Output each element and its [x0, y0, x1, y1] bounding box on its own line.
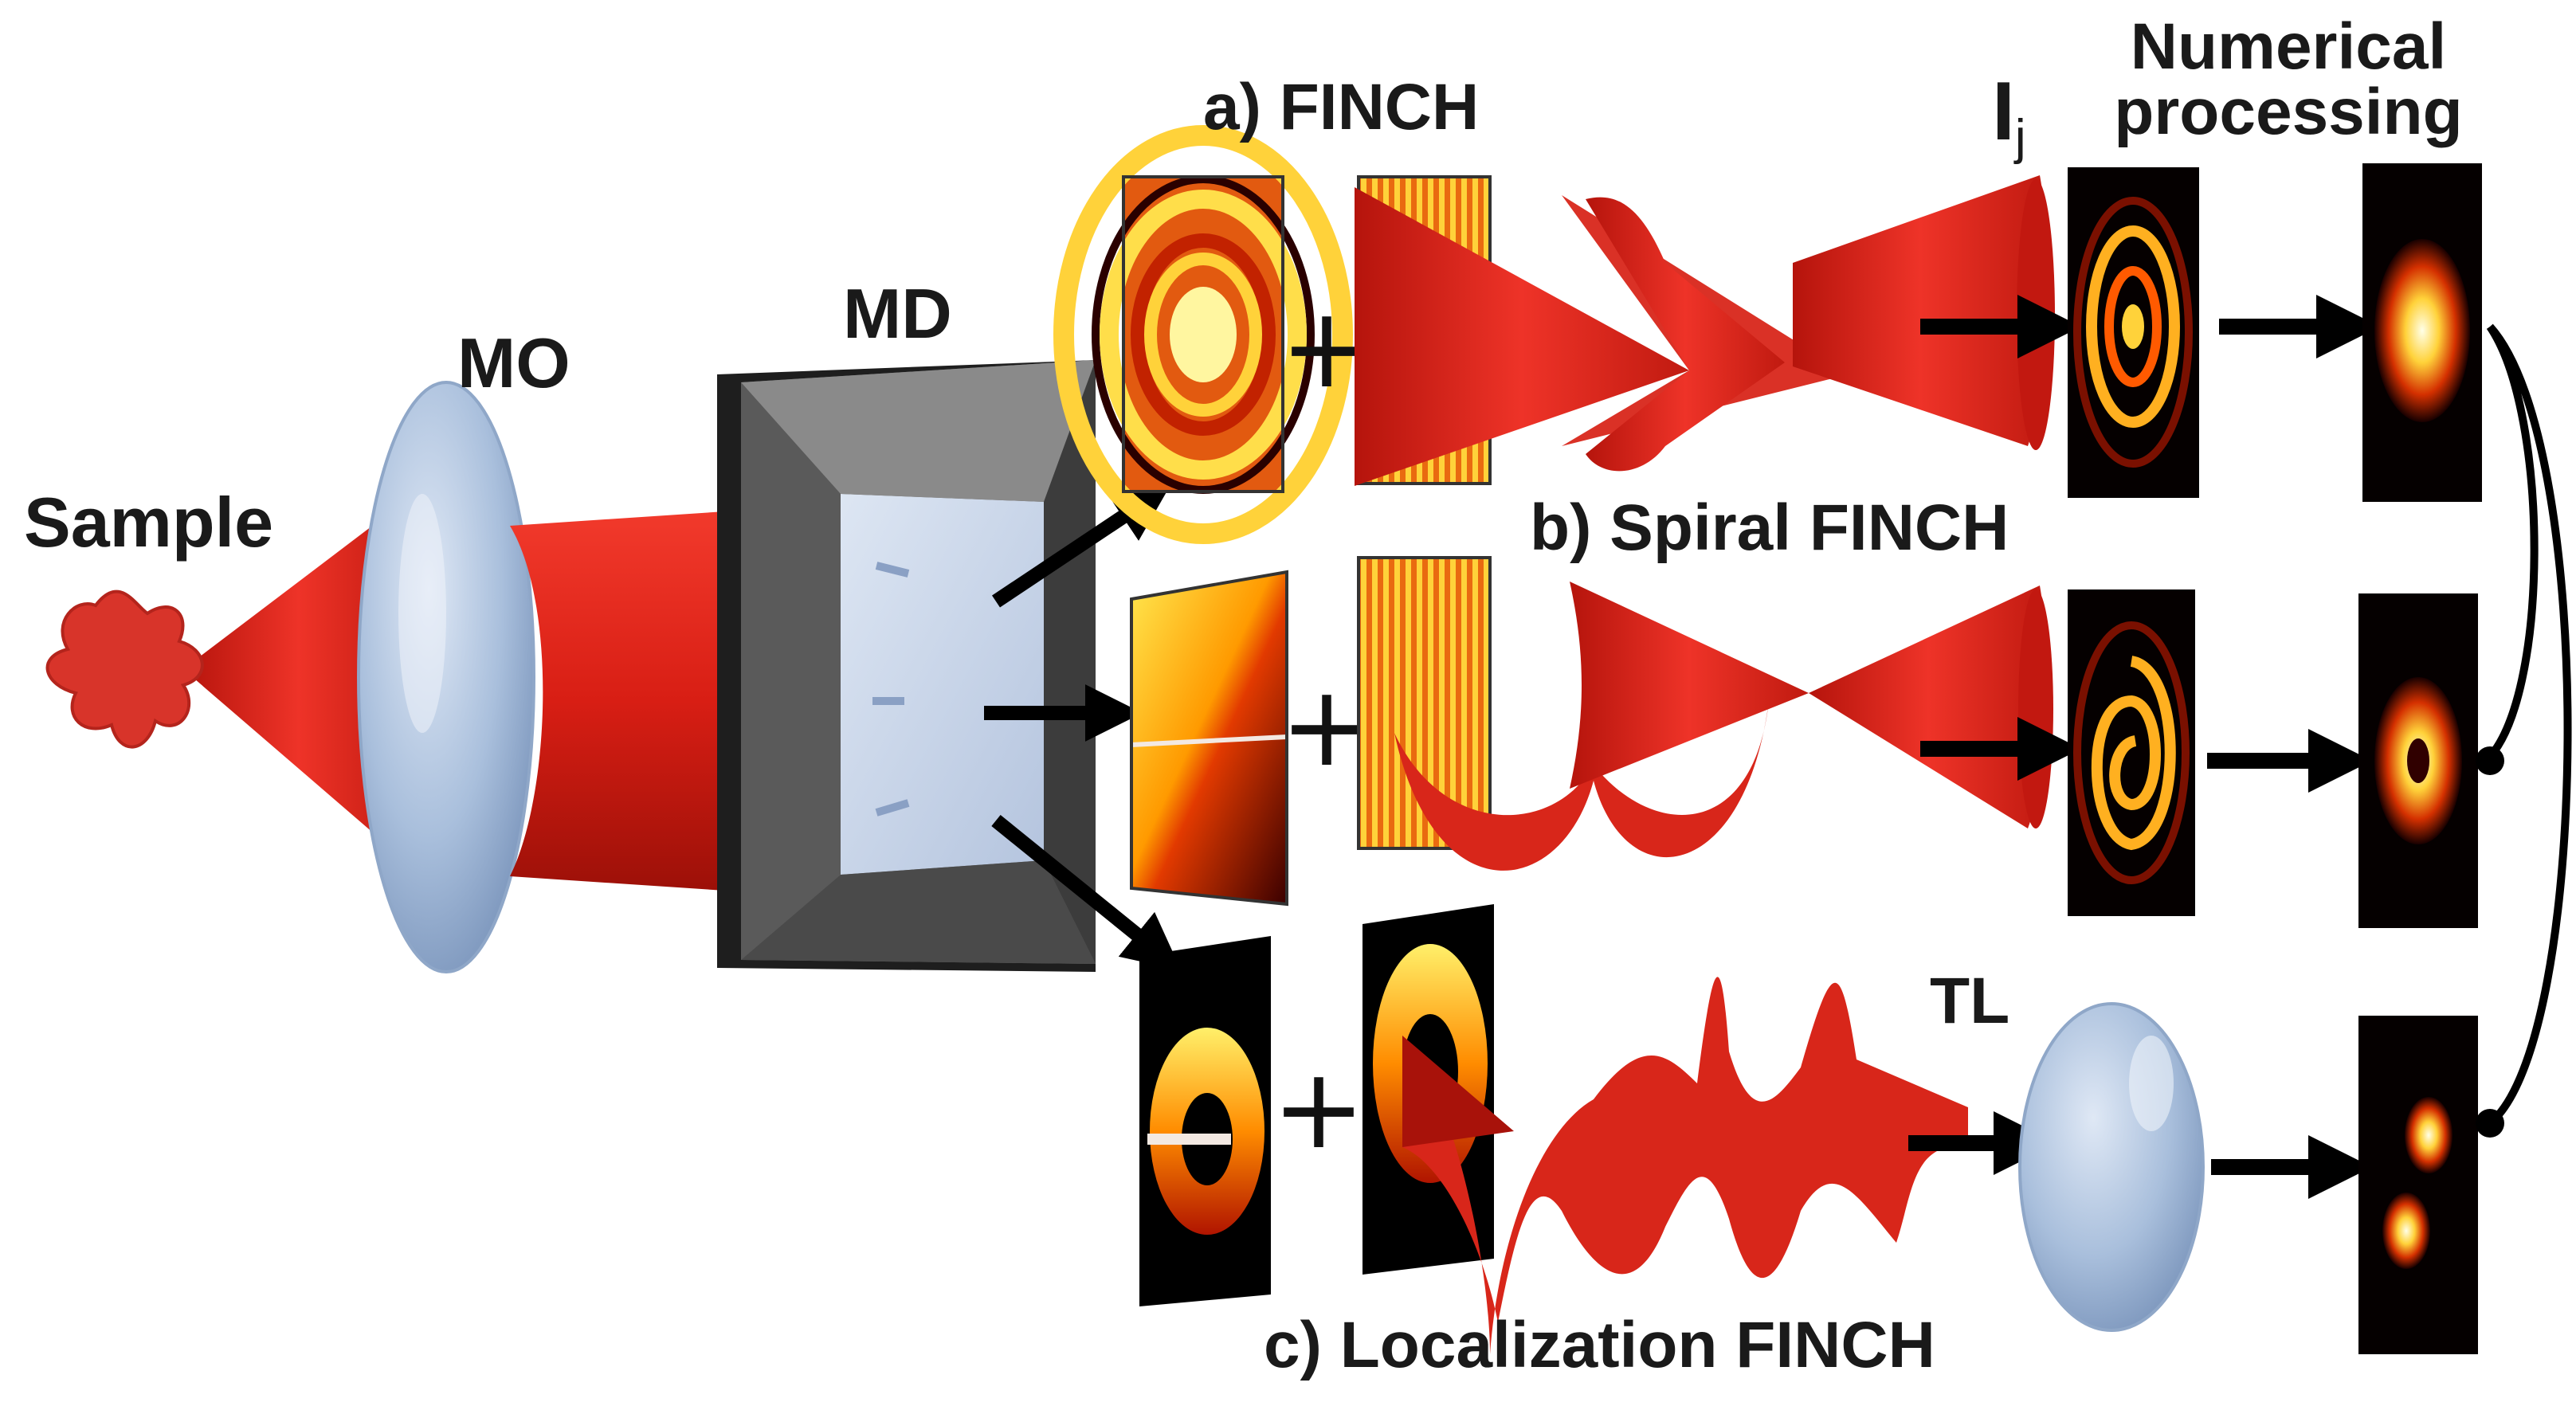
label-mo: MO [457, 323, 570, 402]
sample-cone [183, 494, 414, 868]
intensity-symbol: I [1992, 65, 2015, 158]
arrow-right-icon [992, 485, 1170, 608]
label-intensity: Ij [1992, 70, 2026, 163]
spiral-phase-mask [1130, 570, 1288, 907]
reconstruction-finch [2362, 163, 2482, 502]
tl-lens [2018, 1002, 2205, 1332]
mo-lens [357, 381, 535, 973]
label-numerical-processing: Numerical processing [2065, 14, 2511, 145]
label-localization-finch: c) Localization FINCH [1264, 1309, 1935, 1381]
numerical-processing-line1: Numerical [2130, 10, 2447, 83]
finch-phase-mask [1053, 125, 1353, 544]
label-finch: a) FINCH [1203, 71, 1480, 143]
row-finch: + [1053, 125, 2482, 544]
row-spiral-finch: + [1130, 556, 2478, 928]
connector-node [2476, 1109, 2504, 1138]
intensity-subscript: j [2014, 110, 2026, 165]
row-localization-finch: + [1139, 904, 2478, 1354]
comparison-connector [2483, 323, 2572, 1126]
connector-node [2476, 746, 2504, 775]
hologram-finch [2068, 167, 2199, 498]
label-spiral-finch: b) Spiral FINCH [1530, 492, 2009, 564]
plus-icon: + [1272, 1044, 1365, 1174]
label-sample: Sample [24, 483, 274, 562]
label-tl: TL [1930, 965, 2010, 1037]
md-device [717, 360, 1096, 972]
mo-lens-highlight [398, 494, 446, 733]
hologram-spiral [2068, 589, 2195, 916]
collimated-beam [510, 510, 749, 892]
reconstruction-localization [2358, 1016, 2478, 1354]
star-blob-icon [45, 589, 204, 749]
reconstruction-spiral [2358, 593, 2478, 928]
localization-phase-mask [1139, 936, 1271, 1306]
label-md: MD [843, 274, 952, 353]
numerical-processing-line2: processing [2114, 76, 2463, 148]
arrow-right-icon [991, 815, 1182, 971]
